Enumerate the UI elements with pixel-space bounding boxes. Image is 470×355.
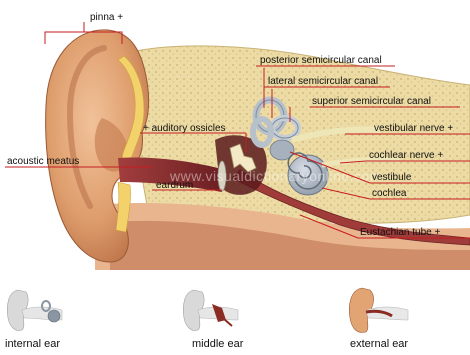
- label-superior-semicircular-canal: superior semicircular canal: [312, 96, 431, 107]
- label-cochlea: cochlea: [372, 188, 407, 199]
- label-lateral-semicircular-canal: lateral semicircular canal: [268, 76, 378, 87]
- thumbnail-label-internal-ear: internal ear: [5, 338, 60, 350]
- label-eardrum: eardrum: [156, 180, 193, 191]
- label-posterior-semicircular-canal: posterior semicircular canal: [260, 55, 382, 66]
- thumbnail-label-external-ear: external ear: [350, 338, 408, 350]
- thumbnail-middle-ear[interactable]: middle ear: [178, 280, 248, 350]
- label-cochlear-nerve[interactable]: cochlear nerve +: [369, 150, 443, 161]
- label-pinna[interactable]: pinna +: [90, 12, 123, 23]
- label-vestibular-nerve[interactable]: vestibular nerve +: [374, 123, 453, 134]
- label-eustachian-tube[interactable]: Eustachian tube +: [360, 227, 440, 238]
- watermark: www.visualdictionaryonline.com: [169, 168, 382, 184]
- label-auditory-ossicles[interactable]: + auditory ossicles: [143, 123, 226, 134]
- thumbnail-external-ear[interactable]: external ear: [346, 280, 416, 350]
- label-acoustic-meatus: acoustic meatus: [7, 156, 79, 167]
- thumbnail-internal-ear[interactable]: internal ear: [2, 280, 72, 350]
- label-vestibule: vestibule: [372, 172, 412, 183]
- thumbnail-label-middle-ear: middle ear: [192, 338, 244, 350]
